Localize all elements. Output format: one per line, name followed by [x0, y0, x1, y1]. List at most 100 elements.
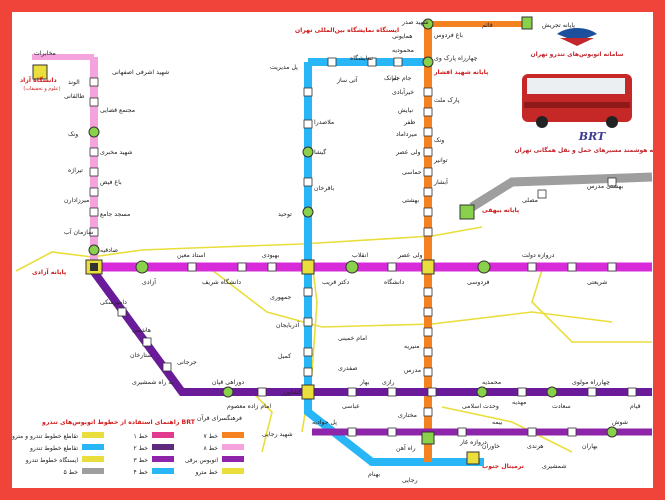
station-karvansara[interactable]	[301, 384, 315, 400]
label-azadi: پایانه آزادی	[32, 267, 66, 276]
station-farmandari[interactable]	[222, 386, 234, 398]
label-ghiam: قیام	[630, 403, 641, 410]
label-tohid-s: منیریه	[404, 343, 420, 350]
station-azadi[interactable]	[85, 259, 103, 275]
bus-stop-icon	[89, 227, 99, 237]
bus-stop-icon	[89, 207, 99, 217]
label-mirdamad: میرداماد	[396, 131, 417, 138]
legend-swatch	[82, 444, 104, 450]
label-shoush: شوش	[612, 419, 628, 426]
label-beheshti-modarres: بهشتی مدرس	[587, 183, 623, 190]
station-vanak-w[interactable]	[88, 126, 100, 138]
bus-stop-icon	[567, 427, 577, 437]
label-khorasan: هرندی	[527, 443, 544, 450]
label-tohid: توحید	[278, 211, 292, 218]
label-payaneh-azad: شمشیری	[542, 463, 566, 470]
bus-stop-icon	[423, 207, 433, 217]
label-molavi: چهارراه مولوی	[572, 379, 610, 386]
station-rah-ahan[interactable]	[421, 431, 435, 445]
brt-map: سامانه اتوبوس‌های تندرو تهران BRT سامانه…	[12, 16, 653, 484]
legend-label: خط ۴	[133, 469, 148, 476]
bus-stop-icon	[327, 57, 337, 67]
legend-swatch	[222, 432, 244, 438]
station-tajrish[interactable]	[521, 16, 533, 30]
bus-stop-icon	[423, 187, 433, 197]
label-behnam: بهنام	[368, 471, 380, 478]
legend-swatch	[82, 432, 104, 438]
bus-stop-icon	[89, 97, 99, 107]
metro-line-b	[211, 269, 613, 328]
emblem-icon	[557, 28, 597, 46]
bus-stop-icon	[587, 387, 597, 397]
brand-subtitle: سامانه هوشمند مسیرهای حمل و نقل همگانی ت…	[514, 146, 653, 154]
bus-stop-icon	[267, 262, 277, 272]
bus-stop-icon	[427, 387, 437, 397]
legend: راهنمای استفاده از خطوط اتوبوس‌های تندرو…	[12, 419, 244, 476]
label-khayrabad: خیرآبادی	[392, 87, 414, 96]
bus-stop-icon	[423, 127, 433, 137]
label-rah-ahan: راه آهن	[396, 443, 416, 452]
bus-stop-icon	[367, 57, 377, 67]
station-vali-asr-2[interactable]	[421, 259, 435, 275]
station-mohammadieh[interactable]	[476, 386, 488, 398]
legend-swatch	[82, 456, 104, 462]
label-shad-ghorban: مهدیه	[512, 399, 526, 406]
bus-stop-icon	[607, 177, 617, 187]
label-vali-asr-north: ولی عصر	[395, 149, 420, 156]
bus-image-icon	[522, 74, 632, 128]
label-zamzam: رجایی	[402, 477, 418, 484]
legend-swatch	[222, 468, 244, 474]
legend-swatch	[152, 444, 174, 450]
station-beihaghi[interactable]	[459, 204, 475, 220]
label-baghe-ferdows: باغ فردوس	[434, 32, 463, 39]
metro-line-f	[251, 391, 273, 453]
bus-stop-icon	[537, 189, 547, 199]
station-parkway[interactable]	[422, 56, 434, 68]
label-darvazeh-dolat: دروازه دولت	[522, 252, 555, 259]
label-jam-e-jam: جام جم	[392, 75, 412, 82]
legend-label: اتوبوس برقی	[185, 457, 219, 464]
label-namayeshgah: نمایشگاه	[350, 54, 373, 62]
station-golha[interactable]	[302, 146, 314, 158]
label-shariati: شریعتی	[587, 279, 607, 286]
label-ghazali: مجتمع قضایی	[100, 107, 135, 114]
label-hashemi: هاشمی	[132, 327, 151, 334]
label-shahrdari: مختاری	[398, 412, 417, 419]
metro-line-e	[441, 406, 573, 453]
bus-stop-icon	[89, 187, 99, 197]
bus-stop-icon	[387, 262, 397, 272]
label-modiriat: پل مدیریت	[270, 64, 298, 71]
bus-stop-icon	[347, 427, 357, 437]
label-karvansara: کشاورز	[281, 389, 301, 396]
station-ghaem[interactable]	[422, 18, 434, 30]
label-mohammadieh: محمدیه	[482, 379, 501, 386]
label-azad-univ: دانشگاه آزاد	[20, 75, 57, 84]
station-sadeghieh[interactable]	[88, 244, 100, 256]
bus-stop-icon	[423, 87, 433, 97]
bus-stop-icon	[423, 107, 433, 117]
station-terminal-jonoob[interactable]	[466, 451, 480, 465]
station-shoush[interactable]	[606, 426, 618, 438]
label-tavanir: توانیر	[433, 157, 448, 164]
label-zafar: ظفر	[403, 119, 416, 126]
station-azadi-2[interactable]	[135, 260, 149, 274]
label-bahar: بهار	[359, 379, 370, 386]
label-razi: رازی	[382, 379, 395, 386]
label-mokhaberat: مخابرات	[34, 50, 56, 57]
station-tohid[interactable]	[302, 206, 314, 218]
station-ferdowsi[interactable]	[477, 260, 491, 274]
station-azad-univ[interactable]	[32, 64, 48, 80]
bus-stop-icon	[423, 327, 433, 337]
bus-stop-icon	[423, 367, 433, 377]
station-molavi[interactable]	[546, 386, 558, 398]
bus-stop-icon	[423, 227, 433, 237]
label-niayesh: نیایش	[398, 107, 413, 114]
label-gheytarieh: شهید رجایی	[262, 431, 293, 438]
label-mirzadaran: میرزادارن	[64, 197, 89, 204]
label-piroozi: بهاران	[582, 443, 598, 450]
label-abbasi: عباسی	[342, 403, 360, 410]
label-beihaghi: پایانه بیهقی	[482, 207, 519, 214]
legend-label: خط ۳	[133, 457, 148, 464]
station-vali-asr[interactable]	[301, 259, 315, 275]
station-enghelab[interactable]	[345, 260, 359, 274]
